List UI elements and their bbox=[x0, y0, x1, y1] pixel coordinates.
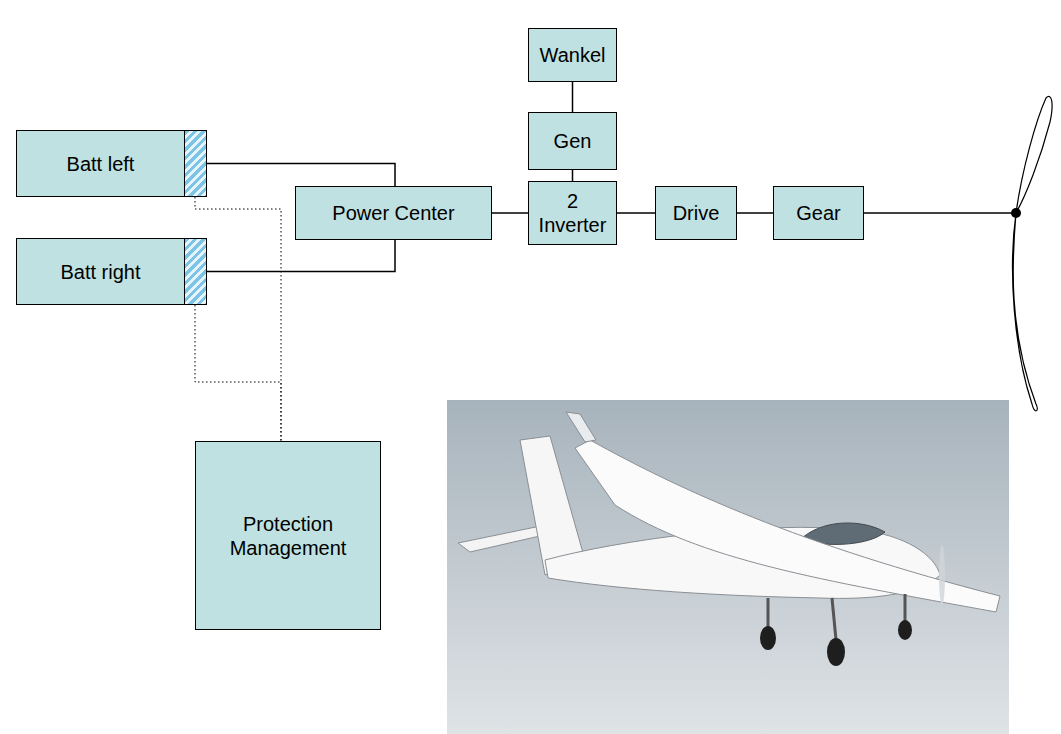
box-label: Gear bbox=[796, 201, 840, 225]
power-line bbox=[572, 82, 574, 112]
box-label: Batt right bbox=[60, 260, 140, 284]
power-line bbox=[492, 212, 528, 214]
box-label: 2 Inverter bbox=[536, 189, 609, 237]
battery-box: Batt left bbox=[16, 130, 207, 197]
power-center-box: Power Center bbox=[295, 186, 492, 240]
power-line bbox=[207, 164, 395, 187]
box-label: Batt left bbox=[67, 152, 135, 176]
power-line bbox=[737, 212, 773, 214]
box-label: Drive bbox=[673, 201, 720, 225]
power-line bbox=[572, 170, 574, 181]
gear-box: Gear bbox=[773, 186, 864, 240]
box-label: Gen bbox=[554, 129, 592, 153]
signal-line bbox=[195, 305, 281, 441]
aircraft-photo bbox=[447, 400, 1009, 734]
inverter-box: 2 Inverter bbox=[528, 181, 617, 245]
box-label: Wankel bbox=[540, 43, 606, 67]
generator-box: Gen bbox=[528, 112, 617, 170]
signal-line bbox=[195, 197, 281, 441]
propeller-symbol bbox=[1011, 96, 1052, 410]
engine-box: Wankel bbox=[528, 28, 617, 82]
protection-strip bbox=[184, 239, 206, 304]
battery-box: Batt right bbox=[16, 238, 207, 305]
protection-box: Protection Management bbox=[195, 441, 381, 630]
protection-strip bbox=[184, 131, 206, 196]
box-label: Protection Management bbox=[203, 512, 373, 560]
drive-box: Drive bbox=[655, 186, 737, 240]
power-line bbox=[617, 212, 655, 214]
box-label: Power Center bbox=[332, 201, 454, 225]
power-line bbox=[207, 240, 395, 272]
shaft-line bbox=[864, 212, 1016, 214]
